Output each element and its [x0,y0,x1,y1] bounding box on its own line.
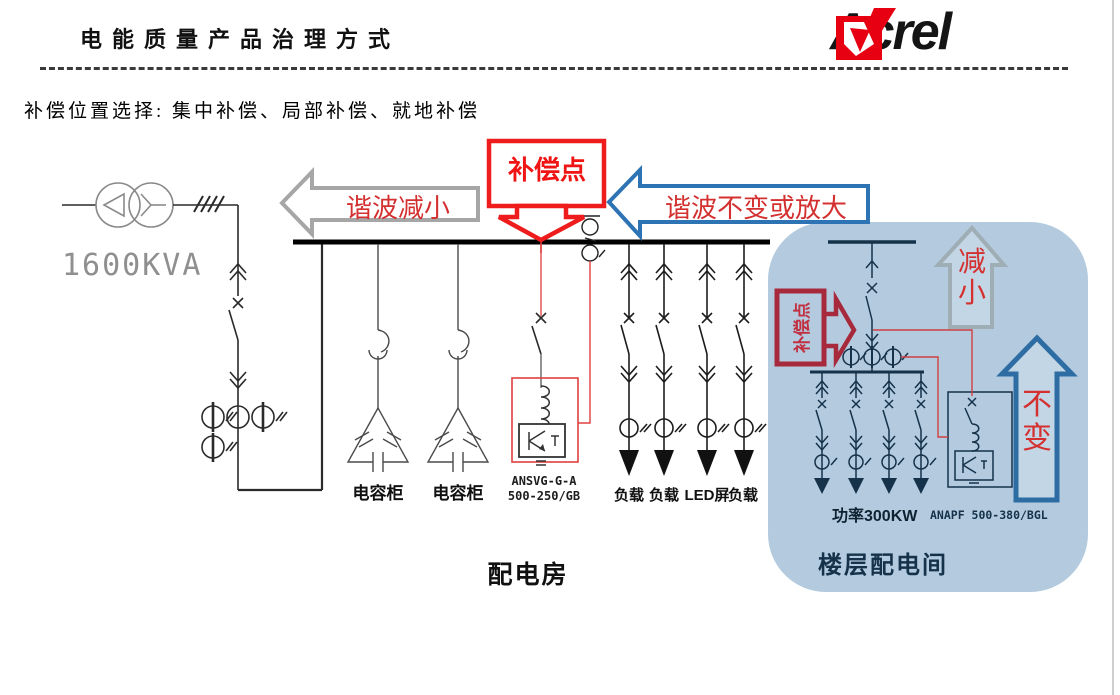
load-feeder [619,244,651,476]
harmonic-unchanged-label: 谐波不变或放大 [664,194,847,223]
cable-hatch-icon [193,195,225,213]
compensation-point-callout [486,138,607,243]
dashed-divider [40,67,1068,70]
slide-edge-line [1112,0,1114,695]
harmonic-reduced-label: 谐波减小 [345,194,450,223]
compensation-point-side-label: 补偿点 [793,302,812,353]
load-feeder [697,244,729,476]
capacitor-bank-branches [347,243,489,473]
compensation-point-label: 补偿点 [507,155,586,185]
apf-ct-wires [873,329,973,438]
load-label: LED屏 [684,487,730,504]
load-feeder [734,244,766,476]
reduced-vertical-label: 减小 [957,247,986,309]
svg-device-label: ANSVG-G-A 500-250/GB [507,474,581,503]
svg-ct-wire [578,261,591,424]
page-title: 电能质量产品治理方式 [80,27,401,52]
capacitor-delta-icon [427,243,489,473]
inverter-icon [518,385,566,466]
floor-panel-background [768,222,1088,592]
unchanged-vertical-label: 不变 [1022,388,1052,455]
blue-left-arrow [606,165,870,242]
red-down-arrow [497,203,586,243]
subtitle-text: 补偿位置选择: 集中补偿、局部补偿、就地补偿 [24,101,481,122]
load-branches [619,244,766,476]
capacitor-cabinet-label: 电容柜 [352,484,404,503]
floor-panel-circuit [810,240,1013,495]
main-room-label: 配电房 [487,561,569,589]
floor-room-label: 楼层配电间 [818,552,948,579]
floor-power-label: 功率300KW [832,508,918,525]
svg-device-box [511,377,579,463]
breaker-icon [228,297,244,341]
load-feeder [654,244,686,476]
load-label: 负载 [648,487,679,504]
load-label: 负载 [613,487,644,504]
apf-device-label: ANAPF 500-380/BGL [930,508,1048,522]
metering-ct-icon [201,402,288,462]
gray-left-arrow [279,167,480,239]
apf-device-box [947,391,1013,488]
svg-compensator-branch [511,215,606,466]
acrel-logo: Acrel [830,4,952,66]
svg-ct-icon [581,215,606,262]
transformer-rating-label: 1600KVA [62,248,203,283]
capacitor-delta-icon [347,243,409,473]
capacitor-cabinet-label: 电容柜 [432,484,484,503]
gray-up-arrow [933,224,1009,329]
dark-red-right-arrow [821,290,857,369]
transformer-icon [95,182,174,228]
incomer-feeder [62,182,324,492]
compensation-point-side-callout [774,288,857,369]
load-label: 负载 [727,487,758,504]
panel-ct-row-icon [842,346,909,368]
acrel-logo-icon [836,8,896,60]
blue-up-arrow [996,334,1078,503]
